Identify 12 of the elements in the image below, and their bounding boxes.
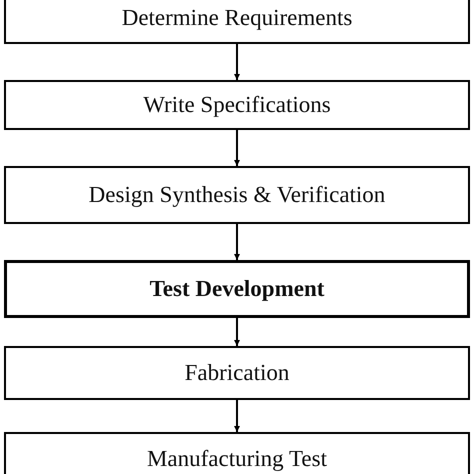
step-label: Determine Requirements: [122, 5, 352, 31]
process-box: [4, 80, 470, 130]
process-box: [4, 0, 470, 44]
step-label: Fabrication: [184, 360, 290, 386]
step-label: Design Synthesis & Verification: [88, 182, 386, 208]
process-box: [4, 432, 470, 474]
process-box: [4, 260, 470, 318]
process-box: [4, 166, 470, 224]
step-label: Manufacturing Test: [146, 446, 327, 472]
step-label: Write Specifications: [143, 92, 331, 118]
process-box: [4, 346, 470, 400]
step-label: Test Development: [150, 276, 324, 302]
